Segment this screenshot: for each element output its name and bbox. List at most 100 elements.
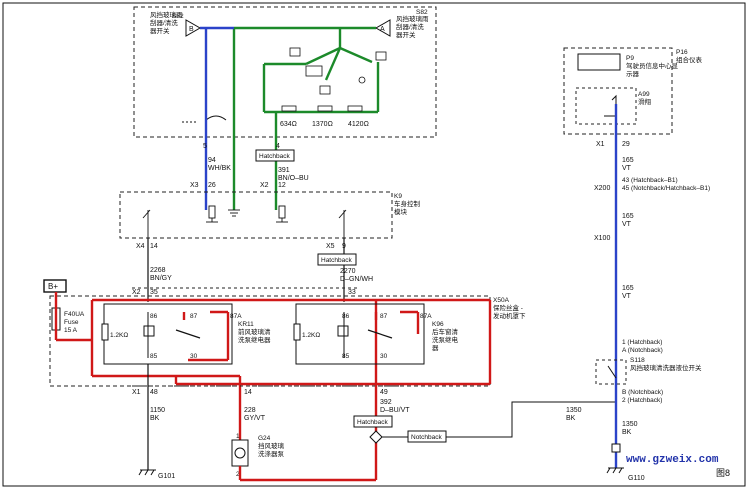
relay-k96-coil xyxy=(337,325,349,337)
wire-94-circuit: 94 xyxy=(208,157,216,164)
bcm-id: K9 xyxy=(394,193,402,200)
wire-94-color: WH/BK xyxy=(208,165,231,172)
conn-x100: X100 xyxy=(594,235,610,242)
s118-pin-2: 2 (Hatchback) xyxy=(622,397,662,404)
s82-left-id: S82 xyxy=(172,13,184,20)
pin-5: 5 xyxy=(203,143,207,150)
resistor-4120-label: 4120Ω xyxy=(348,121,369,128)
fuse-amps: 15 A xyxy=(64,327,78,334)
relay-k96-res: 1.2KΩ xyxy=(302,332,320,339)
s118-pin-b: B (Notchback) xyxy=(622,389,663,396)
pump-name-2: 洗涤器泵 xyxy=(258,449,285,458)
conn-x200: X200 xyxy=(594,185,610,192)
conn-x4-pin: 14 xyxy=(150,243,158,250)
bcm-internals xyxy=(142,205,347,238)
hatchback-tag-3-label: Hatchback xyxy=(357,419,388,426)
relay-k96-pin-87a: 87A xyxy=(420,313,432,320)
relay-k96-coil-res xyxy=(293,323,301,341)
s118-pin-a: A (Notchback) xyxy=(622,347,663,354)
pump-pin-top: 1 xyxy=(236,433,240,440)
s82-right-name-1: 风挡玻璃雨 xyxy=(396,14,429,23)
fuse-word: Fuse xyxy=(64,319,79,326)
wire-228-circuit: 228 xyxy=(244,407,256,414)
pin-4: 4 xyxy=(276,143,280,150)
wire-165c-circuit: 165 xyxy=(622,285,634,292)
s82-left-name-1: 风挡玻璃雨 xyxy=(150,10,183,19)
cluster-name: 组合仪表 xyxy=(676,55,703,64)
wire-1350a-circuit: 1350 xyxy=(566,407,582,414)
connector-a-arrow xyxy=(374,19,391,37)
relay-kr11-name-1: 前风玻璃清 xyxy=(238,327,271,336)
relay-kr11-pin-85: 85 xyxy=(150,353,158,360)
conn-x2-35-pin: 35 xyxy=(150,289,158,296)
wire-165b-circuit: 165 xyxy=(622,213,634,220)
switch-icons xyxy=(289,47,387,95)
red-circuit xyxy=(54,292,492,482)
conn-x5: X5 xyxy=(326,243,335,250)
relay-k96-name-2: 洗泵继电 xyxy=(432,335,459,344)
switch-s118-box xyxy=(595,359,627,385)
wire-2268-circuit: 2268 xyxy=(150,267,166,274)
s118-name: 风挡玻璃清洗器液位开关 xyxy=(630,363,702,372)
conn-x4: X4 xyxy=(136,243,145,250)
bcm-name-2: 模块 xyxy=(394,207,408,216)
ground-g110-box xyxy=(611,443,621,453)
wire-392-circuit: 392 xyxy=(380,399,392,406)
ground-g101-label: G101 xyxy=(158,473,175,480)
cluster-p16-box xyxy=(563,47,673,135)
relay-kr11-name-2: 洗泵继电器 xyxy=(238,335,271,344)
wire-1350a-color: BK xyxy=(566,415,576,422)
hatchback-tag-3 xyxy=(353,415,393,428)
conn-x1-pin: 48 xyxy=(150,389,158,396)
x200-pin-45: 45 (Notchback/Hatchback–B1) xyxy=(622,185,710,192)
bcm-name-1: 车身控制 xyxy=(394,199,421,208)
wire-165a-circuit: 165 xyxy=(622,157,634,164)
bcm-k9-box xyxy=(119,191,393,239)
wire-1350-link xyxy=(446,401,616,438)
dic-id: P9 xyxy=(626,55,634,62)
figure-label: 图8 xyxy=(716,468,730,478)
s118-pin-1: 1 (Hatchback) xyxy=(622,339,662,346)
battery-label: B+ xyxy=(48,282,58,291)
s82-left-name-3: 器开关 xyxy=(150,26,170,35)
relay-k96-pin-87: 87 xyxy=(380,313,388,320)
processor-name: 滑翔 xyxy=(638,97,652,106)
wire-2270-color: D–GN/WH xyxy=(340,276,373,283)
processor-id: A99 xyxy=(638,91,650,98)
connector-a-label: A xyxy=(380,26,385,33)
s82-left-name-2: 刮器/清洗 xyxy=(150,18,178,27)
wire-165c-color: VT xyxy=(622,293,632,300)
hatchback-tag-1-label: Hatchback xyxy=(259,153,290,160)
pin-33: 33 xyxy=(348,289,356,296)
resistor-1370-label: 1370Ω xyxy=(312,121,333,128)
s82-right-name-2: 刮器/清洗 xyxy=(396,22,424,31)
switch-s118-contact xyxy=(607,365,617,379)
relay-k96-switch xyxy=(367,329,393,339)
resistor-chain xyxy=(281,105,363,112)
relay-k96-pin-30: 30 xyxy=(380,353,388,360)
s82-right-name-3: 器开关 xyxy=(396,30,416,39)
wire-1350b-circuit: 1350 xyxy=(622,421,638,428)
conn-x2-35: X2 xyxy=(132,289,141,296)
wire-228-color: GY/VT xyxy=(244,415,266,422)
resistor-634-label: 634Ω xyxy=(280,121,297,128)
relay-k96-pin-85: 85 xyxy=(342,353,350,360)
wire-391-circuit: 391 xyxy=(278,167,290,174)
wire-2268-color: BN/GY xyxy=(150,275,172,282)
relay-kr11-switch xyxy=(175,329,201,339)
fuse-id: F40UA xyxy=(64,311,85,318)
conn-x2-12: X2 xyxy=(260,182,269,189)
relay-kr11-pin-30: 30 xyxy=(190,353,198,360)
wire-165b-color: VT xyxy=(622,221,632,228)
relay-kr11-res: 1.2KΩ xyxy=(110,332,128,339)
wire-1350b-color: BK xyxy=(622,429,632,436)
fuse-block-name-1: 保险丝盒 - xyxy=(493,303,523,312)
relay-k96-pin-86: 86 xyxy=(342,313,350,320)
relay-kr11-pin-87: 87 xyxy=(190,313,198,320)
hatchback-tag-2-label: Hatchback xyxy=(321,257,352,264)
pump-id: G24 xyxy=(258,435,271,442)
cluster-id: P16 xyxy=(676,49,688,56)
wire-1150-circuit: 1150 xyxy=(150,407,165,414)
fuse-block-name-2: 发动机罩下 xyxy=(493,311,526,320)
